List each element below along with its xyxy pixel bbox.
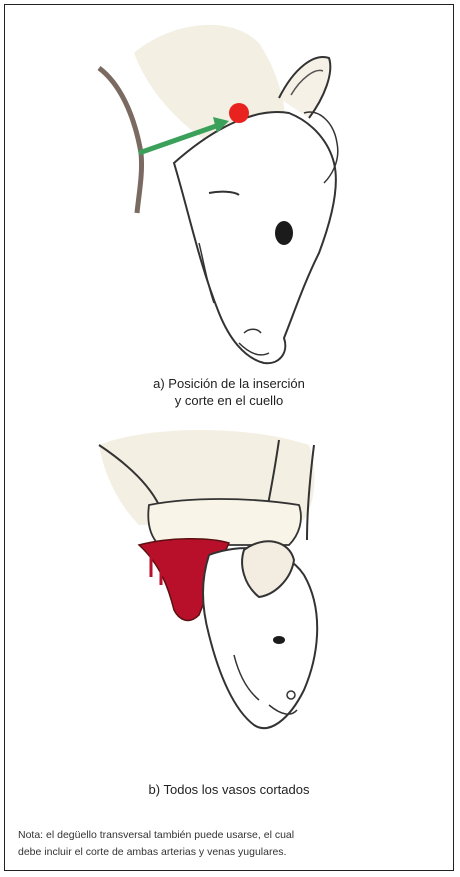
caption-b-text: b) Todos los vasos cortados [5,781,453,798]
head-outline [174,112,336,363]
llama-head-illustration-a [5,13,453,373]
footnote-line1: Nota: el degüello transversal también pu… [18,827,443,844]
eye [275,221,293,245]
llama-head-drawing-b [69,425,389,755]
caption-a: a) Posición de la inserción y corte en e… [5,375,453,409]
footnote-line2: debe incluir el corte de ambas arterias … [18,844,443,861]
footnote: Nota: el degüello transversal también pu… [18,827,443,861]
llama-head-drawing-a [79,13,379,373]
figure-frame: a) Posición de la inserción y corte en e… [4,4,454,871]
insertion-point-marker [229,103,249,123]
caption-b: b) Todos los vasos cortados [5,781,453,798]
llama-head-illustration-b [5,425,453,755]
ear [279,57,330,118]
eye [273,636,285,644]
caption-a-line1: a) Posición de la inserción [5,375,453,392]
caption-a-line2: y corte en el cuello [5,392,453,409]
neck-outline [99,68,142,213]
